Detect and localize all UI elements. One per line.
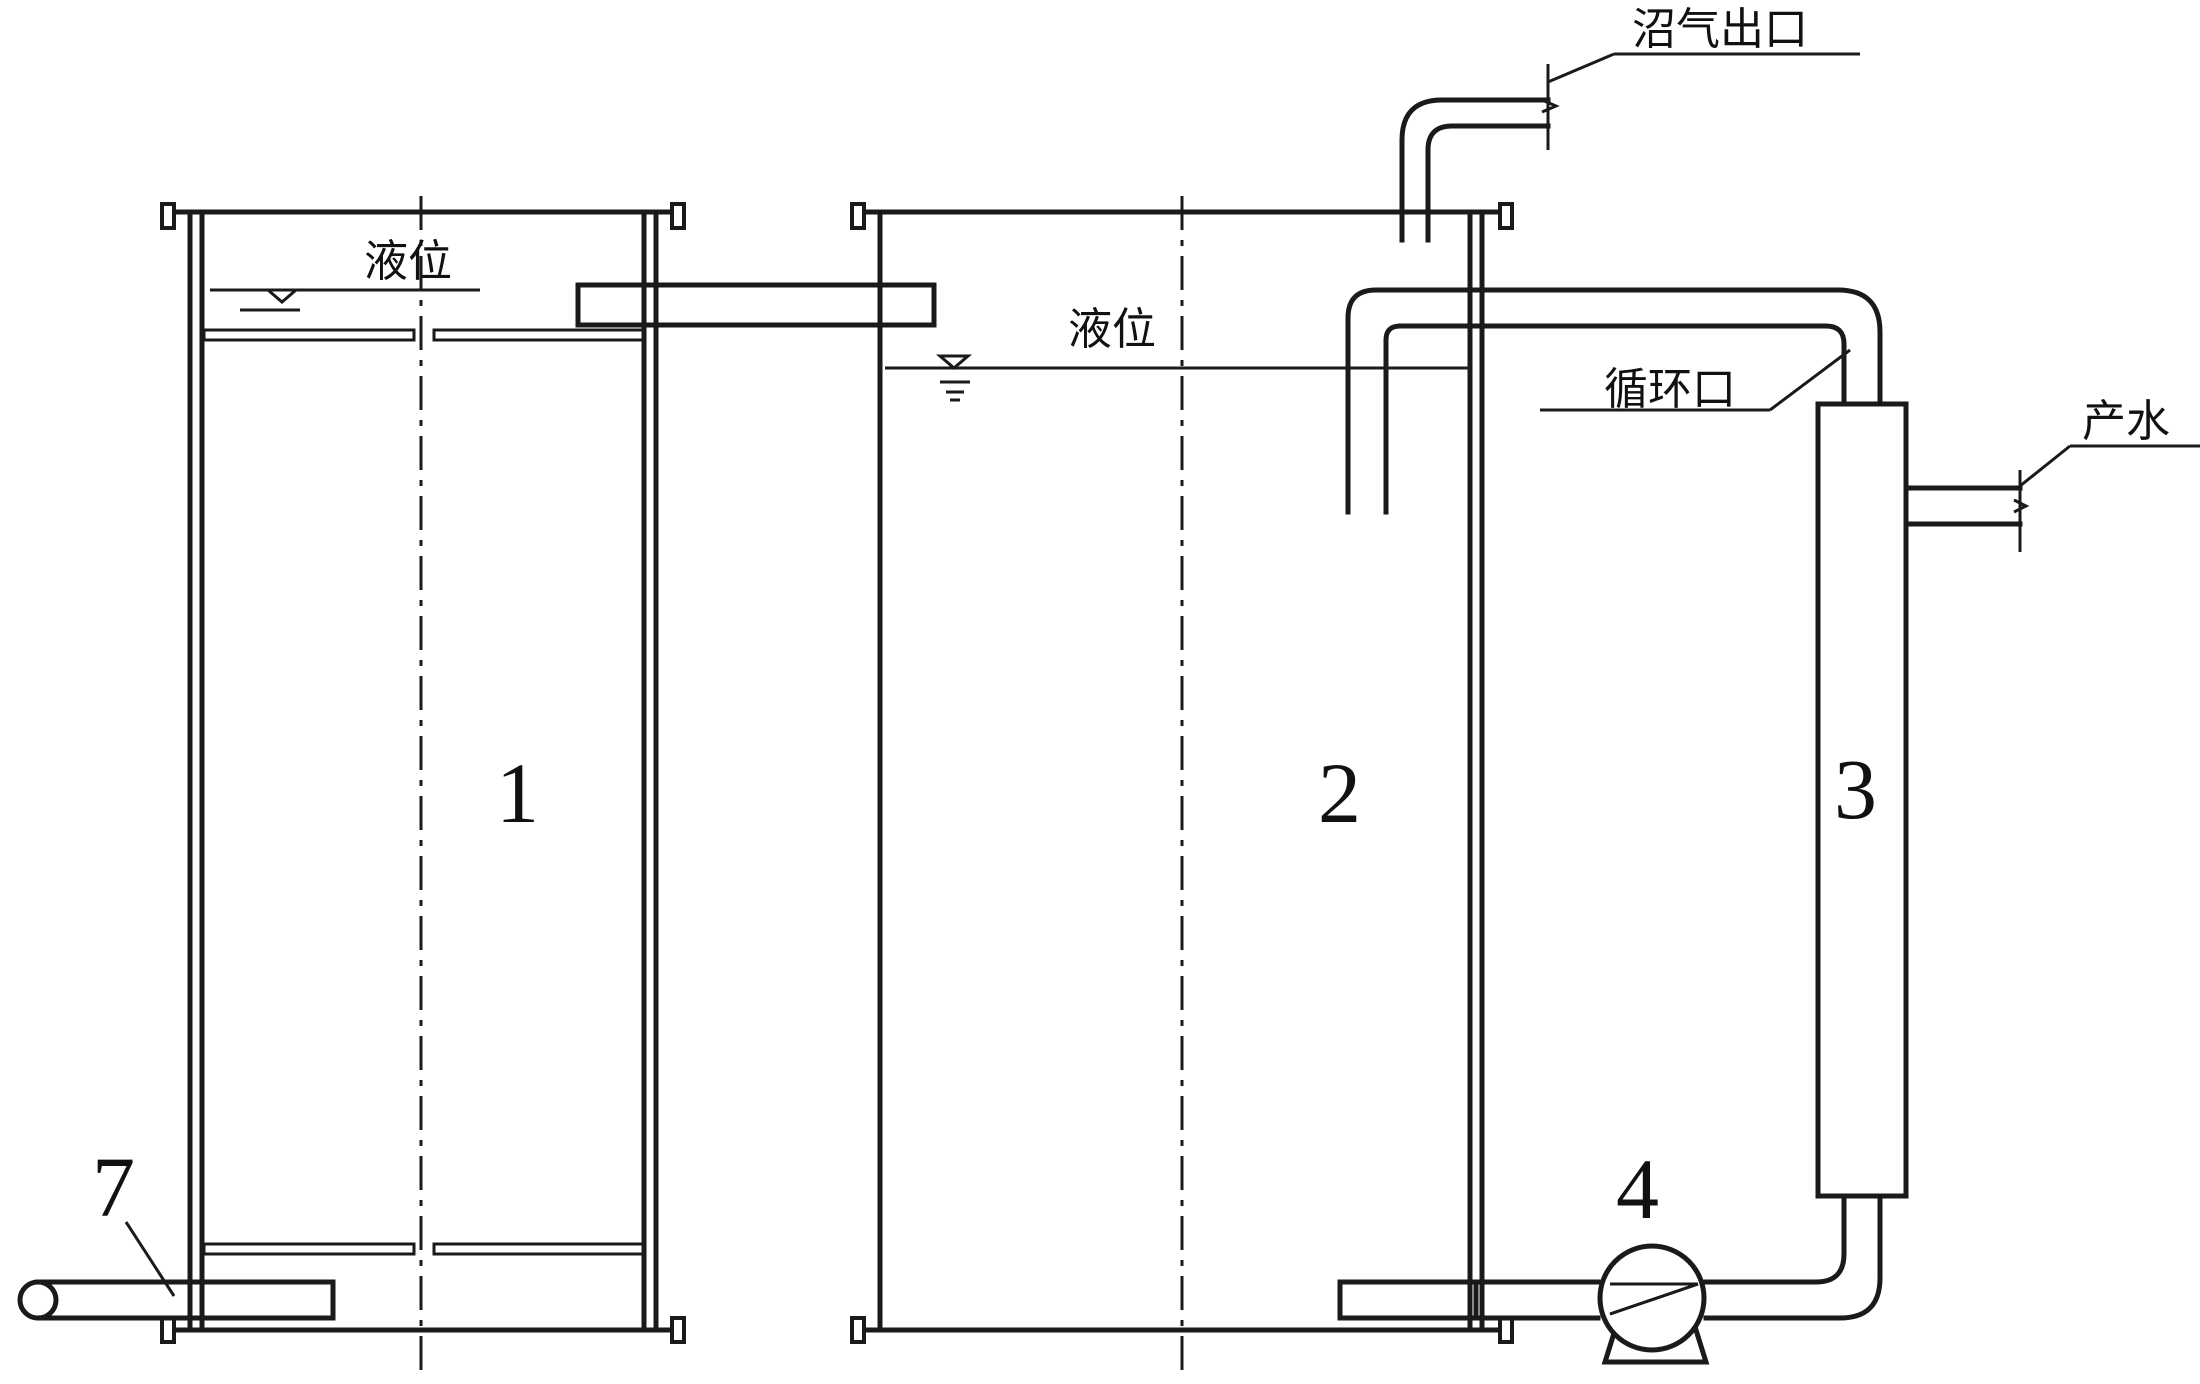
biogas-outlet-label: 沼气出口	[1632, 4, 1808, 55]
inlet-pipe	[17, 1279, 336, 1321]
pump-4-number: 4	[1616, 1141, 1659, 1237]
product-water-label: 产水	[2082, 396, 2170, 447]
tank-2-number: 2	[1318, 745, 1361, 841]
liquid-level-label-1: 液位	[364, 236, 452, 287]
tank-1-number: 1	[496, 745, 539, 841]
membrane-3-number: 3	[1834, 741, 1877, 837]
leader-lines	[124, 52, 2200, 1297]
biogas-outlet-pipe	[1399, 64, 1560, 243]
return-pipe	[1473, 1193, 1883, 1321]
overflow-pipe	[575, 282, 937, 328]
tank-2	[850, 196, 1514, 1370]
tank-1	[160, 196, 686, 1370]
circulation-port-label: 循环口	[1604, 364, 1736, 415]
liquid-level-label-2: 液位	[1068, 304, 1156, 355]
pump	[1597, 1243, 1710, 1365]
circulation-pipe	[1345, 287, 1883, 515]
membrane-module	[1815, 401, 2030, 1199]
inlet-7-number: 7	[92, 1139, 135, 1235]
